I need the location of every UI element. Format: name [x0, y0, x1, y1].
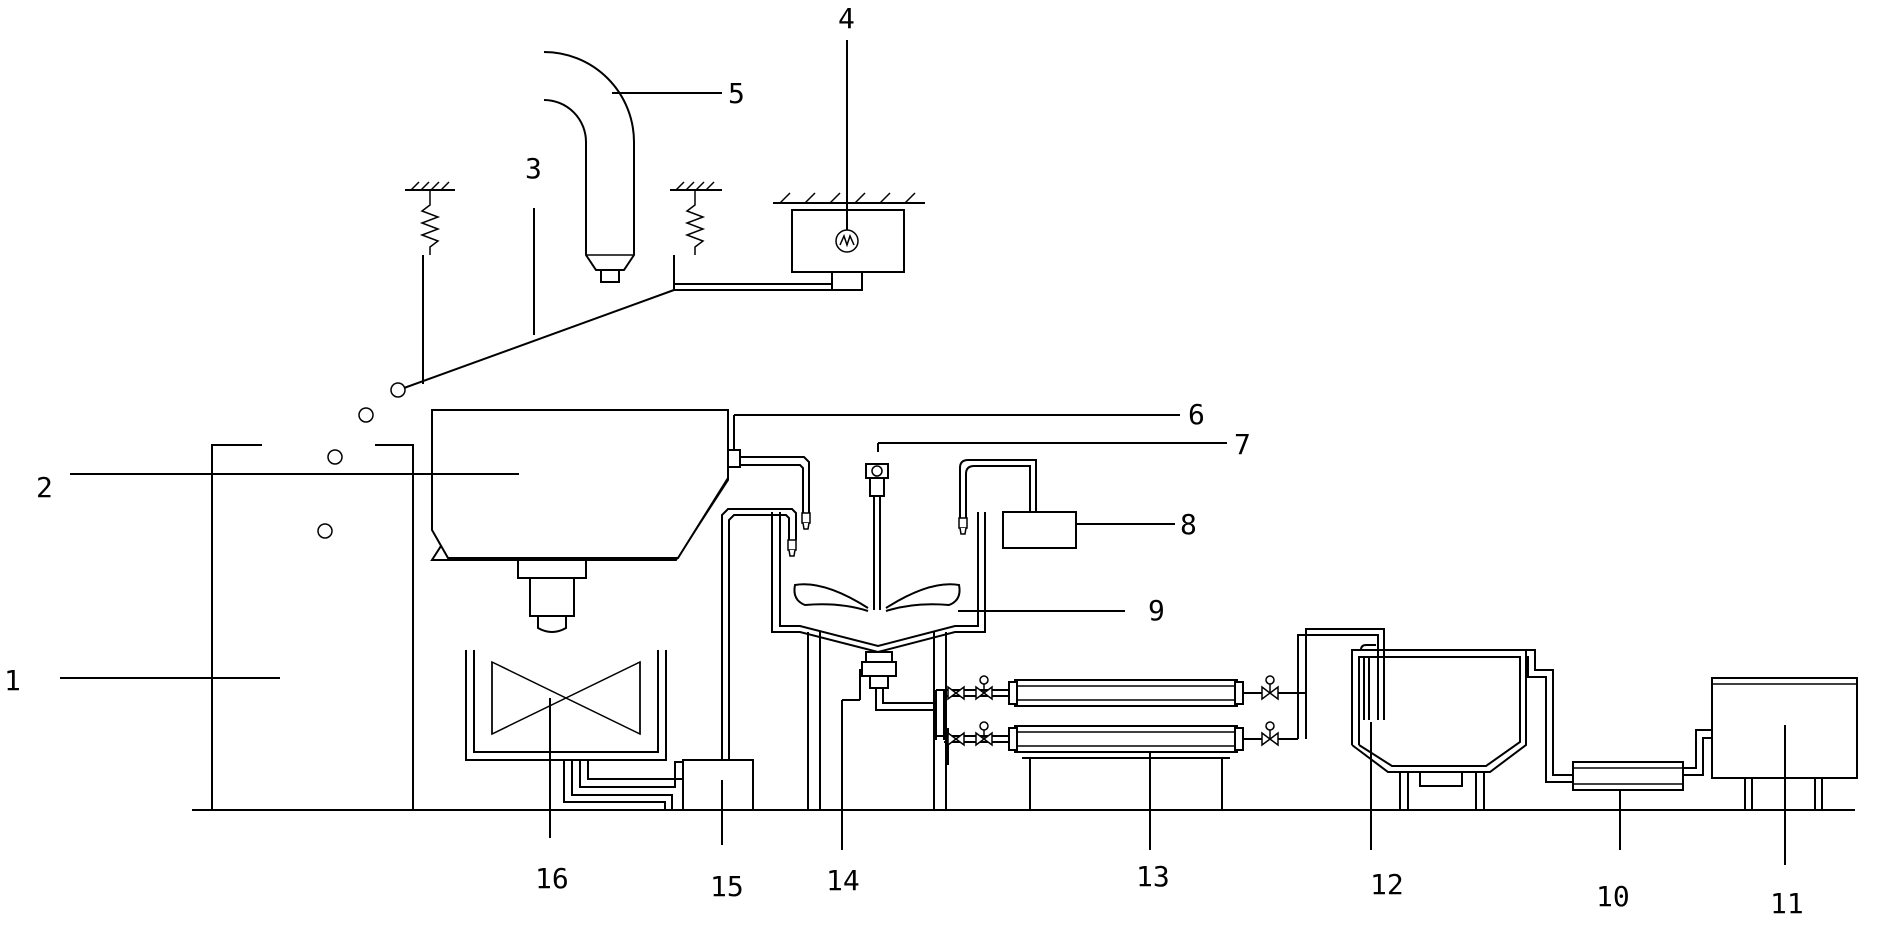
- label-12: 12: [1370, 868, 1404, 901]
- label-8: 8: [1180, 508, 1197, 541]
- label-6: 6: [1188, 398, 1205, 431]
- label-4: 4: [838, 2, 855, 35]
- label-3: 3: [525, 152, 542, 185]
- falling-particles: [317, 382, 406, 539]
- duct-5: [543, 51, 635, 283]
- motor-4: [773, 40, 925, 291]
- mixer-box-16: [465, 650, 722, 838]
- label-16: 16: [535, 862, 569, 895]
- label-9: 9: [1148, 594, 1165, 627]
- stirred-tank-9: [721, 508, 1125, 810]
- hopper-tank-2: [70, 409, 729, 633]
- label-5: 5: [728, 77, 745, 110]
- label-13: 13: [1136, 860, 1170, 893]
- stirrer-drive-7: [865, 442, 1227, 610]
- dosing-unit-8: [958, 459, 1175, 549]
- pump-14: [841, 651, 936, 850]
- storage-tank-11: [1711, 677, 1858, 865]
- outlet-fitting-6: [727, 414, 1180, 530]
- filter-housing-10: [1572, 729, 1712, 850]
- label-15: 15: [710, 870, 744, 903]
- collection-tank-12: [1351, 644, 1573, 850]
- riser-pipe: [1297, 628, 1385, 739]
- pump-15: [682, 690, 754, 845]
- vibrating-chute-3: [403, 181, 835, 389]
- label-2: 2: [36, 471, 53, 504]
- filter-bank-13: [935, 675, 1298, 850]
- label-11: 11: [1770, 887, 1804, 920]
- label-7: 7: [1234, 428, 1251, 461]
- label-10: 10: [1596, 880, 1630, 913]
- bin-unit-1: [211, 444, 414, 810]
- label-1: 1: [4, 664, 21, 697]
- label-14: 14: [826, 864, 860, 897]
